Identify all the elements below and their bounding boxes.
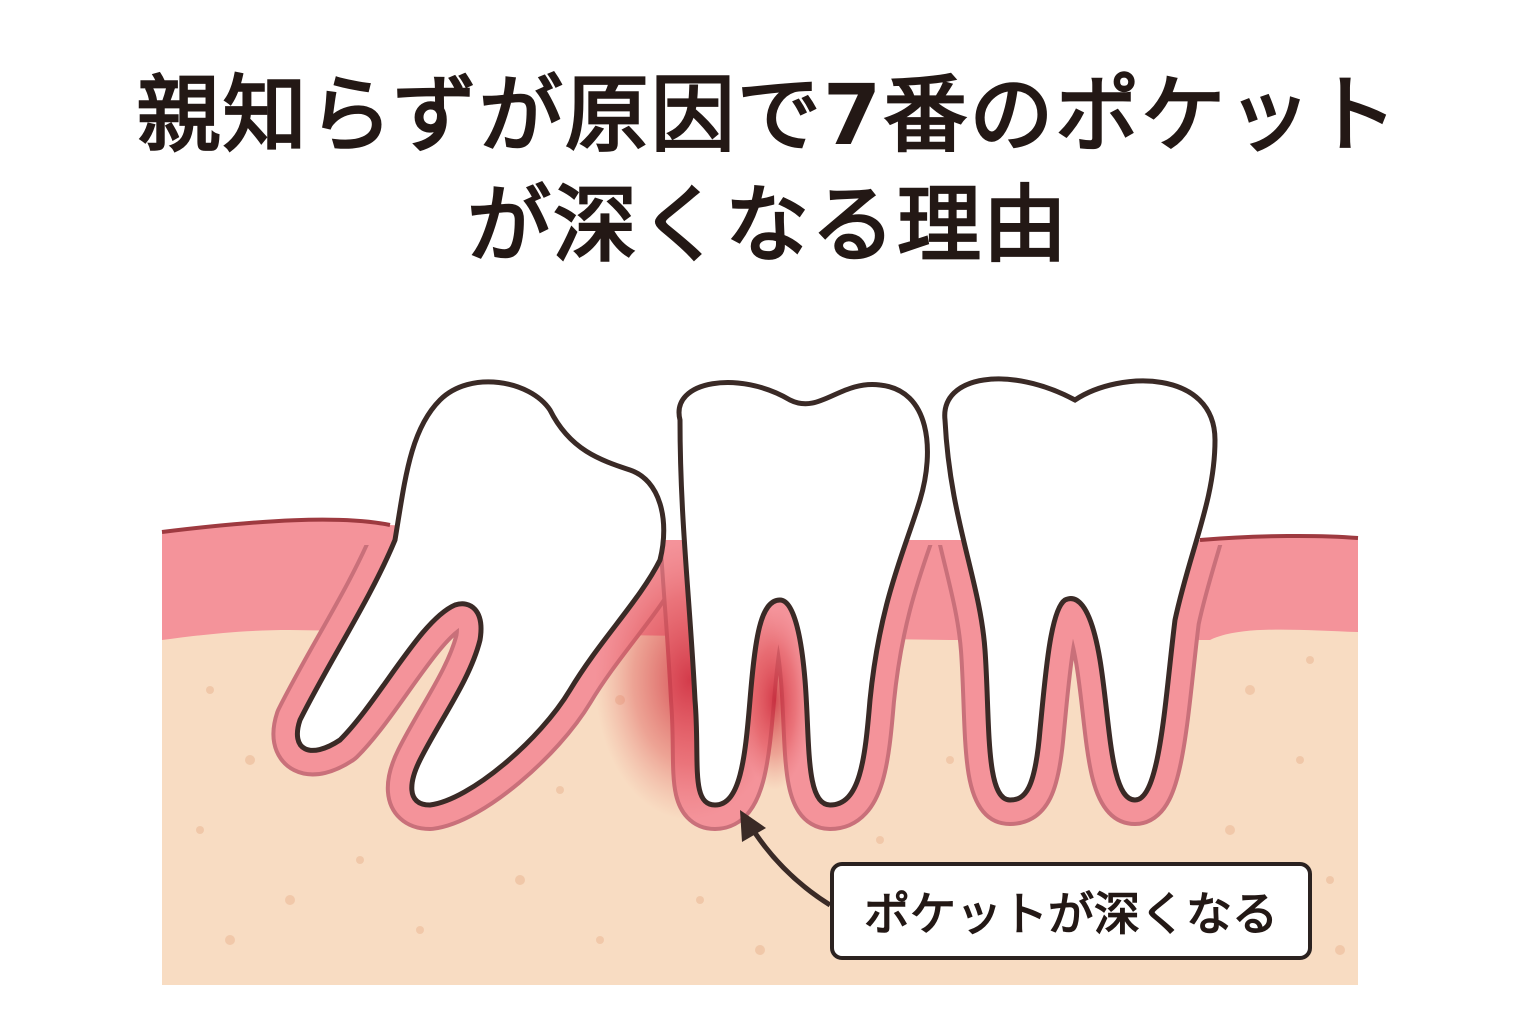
title-line-1: 親知らずが原因で7番のポケット [136,66,1400,164]
title-line-2: が深くなる理由 [466,176,1069,274]
pocket-callout: ポケットが深くなる [830,862,1312,960]
bone-texture [196,656,1345,955]
inflammation-root [740,610,810,790]
gum-edge [161,517,1359,542]
pocket-callout-text: ポケットが深くなる [864,887,1278,941]
arrow-head [740,810,766,842]
